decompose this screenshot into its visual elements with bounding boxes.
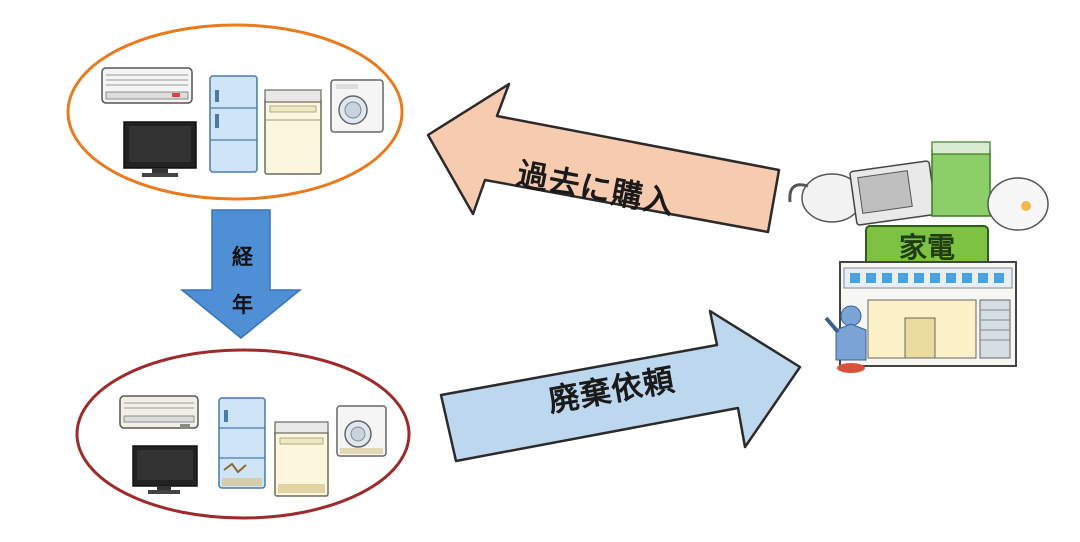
refrigerator-icon bbox=[209, 75, 258, 173]
appliance-store-icon: 家電 bbox=[788, 141, 1049, 373]
microwave-icon bbox=[849, 160, 937, 226]
aging-arrow bbox=[179, 209, 303, 339]
aging-label-char-1: 経 bbox=[232, 245, 253, 269]
washing-machine-icon bbox=[264, 89, 322, 175]
television-icon bbox=[123, 121, 197, 177]
store-sign-text: 家電 bbox=[899, 231, 955, 264]
disposal-arrow bbox=[439, 309, 802, 463]
washing-machine-icon bbox=[274, 421, 329, 497]
television-icon bbox=[132, 445, 198, 494]
refrigerator-icon bbox=[218, 397, 266, 489]
new-appliances-group bbox=[66, 23, 404, 201]
dryer-icon bbox=[336, 405, 387, 457]
aging-label-char-2: 年 bbox=[232, 293, 253, 317]
purchase-arrow bbox=[426, 82, 781, 234]
washer-icon bbox=[931, 141, 991, 217]
old-appliances-group bbox=[75, 348, 411, 520]
dryer-icon bbox=[330, 79, 384, 133]
clerk-icon bbox=[824, 305, 867, 373]
air-conditioner-icon bbox=[119, 395, 199, 429]
air-conditioner-icon bbox=[101, 67, 193, 104]
rice-cooker-icon bbox=[987, 177, 1049, 231]
kettle-icon bbox=[788, 173, 863, 223]
